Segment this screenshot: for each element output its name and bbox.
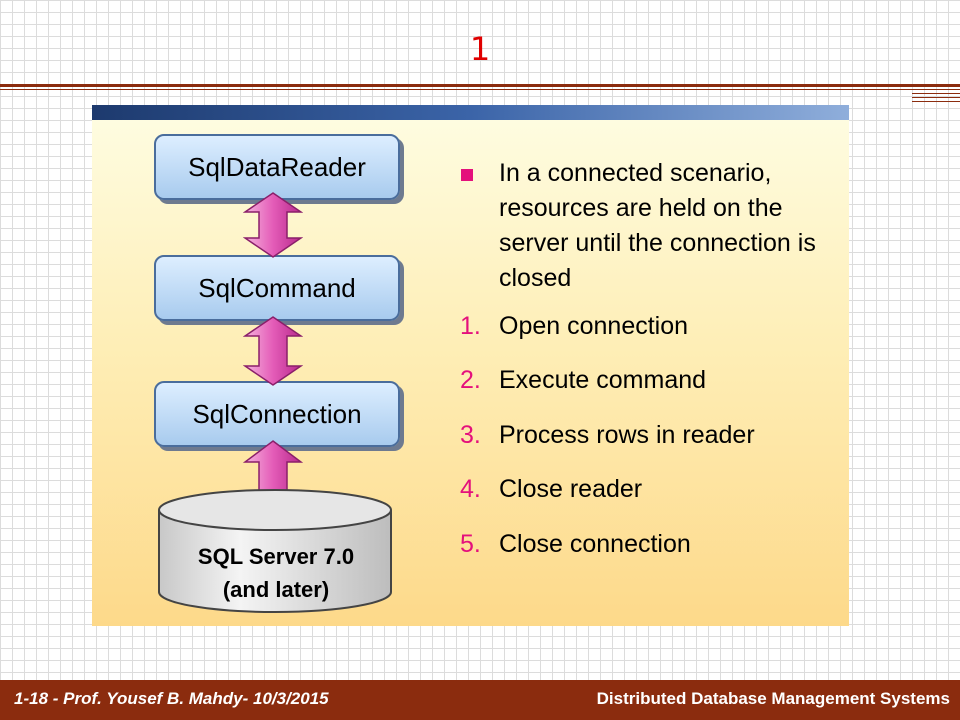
title-rule — [0, 84, 960, 87]
step-number: 2. — [460, 366, 481, 394]
step-number: 4. — [460, 475, 481, 503]
step-text: Execute command — [499, 366, 707, 394]
database-cylinder-icon — [158, 489, 392, 613]
step-text: Open connection — [499, 312, 689, 340]
side-rule — [912, 93, 960, 94]
database-label-line2: (and later) — [222, 577, 330, 602]
step-number: 3. — [460, 421, 481, 449]
sqldatareader-label: SqlDataReader — [188, 151, 366, 182]
double-arrow-icon — [243, 316, 303, 386]
intro-paragraph: In a connected scenario, resources are h… — [499, 159, 816, 292]
step-text: Close reader — [499, 475, 643, 503]
sqldatareader-box: SqlDataReader — [154, 134, 400, 200]
step-text: Close connection — [499, 530, 691, 558]
sqlconnection-box: SqlConnection — [154, 381, 400, 447]
sqlcommand-label: SqlCommand — [198, 272, 356, 303]
side-rule — [912, 101, 960, 102]
sqlconnection-label: SqlConnection — [192, 398, 362, 429]
database-label-line1: SQL Server 7.0 — [197, 544, 355, 569]
title-rule-thin — [0, 89, 960, 90]
slide-footer: 1-18 - Prof. Yousef B. Mahdy- 10/3/2015 … — [0, 680, 960, 720]
step-text: Process rows in reader — [499, 421, 755, 449]
footer-author: 1-18 - Prof. Yousef B. Mahdy- 10/3/2015 — [14, 689, 329, 708]
side-rule — [912, 97, 960, 98]
step-number: 5. — [460, 530, 481, 558]
footer-course: Distributed Database Management Systems — [596, 689, 950, 708]
slide-title: 1 — [469, 30, 491, 68]
step-number: 1. — [460, 312, 481, 340]
panel-header-bar — [92, 105, 849, 120]
double-arrow-icon — [243, 192, 303, 258]
sqlcommand-box: SqlCommand — [154, 255, 400, 321]
bullet-square-icon — [461, 169, 473, 181]
database-label: SQL Server 7.0 (and later) — [156, 540, 396, 606]
